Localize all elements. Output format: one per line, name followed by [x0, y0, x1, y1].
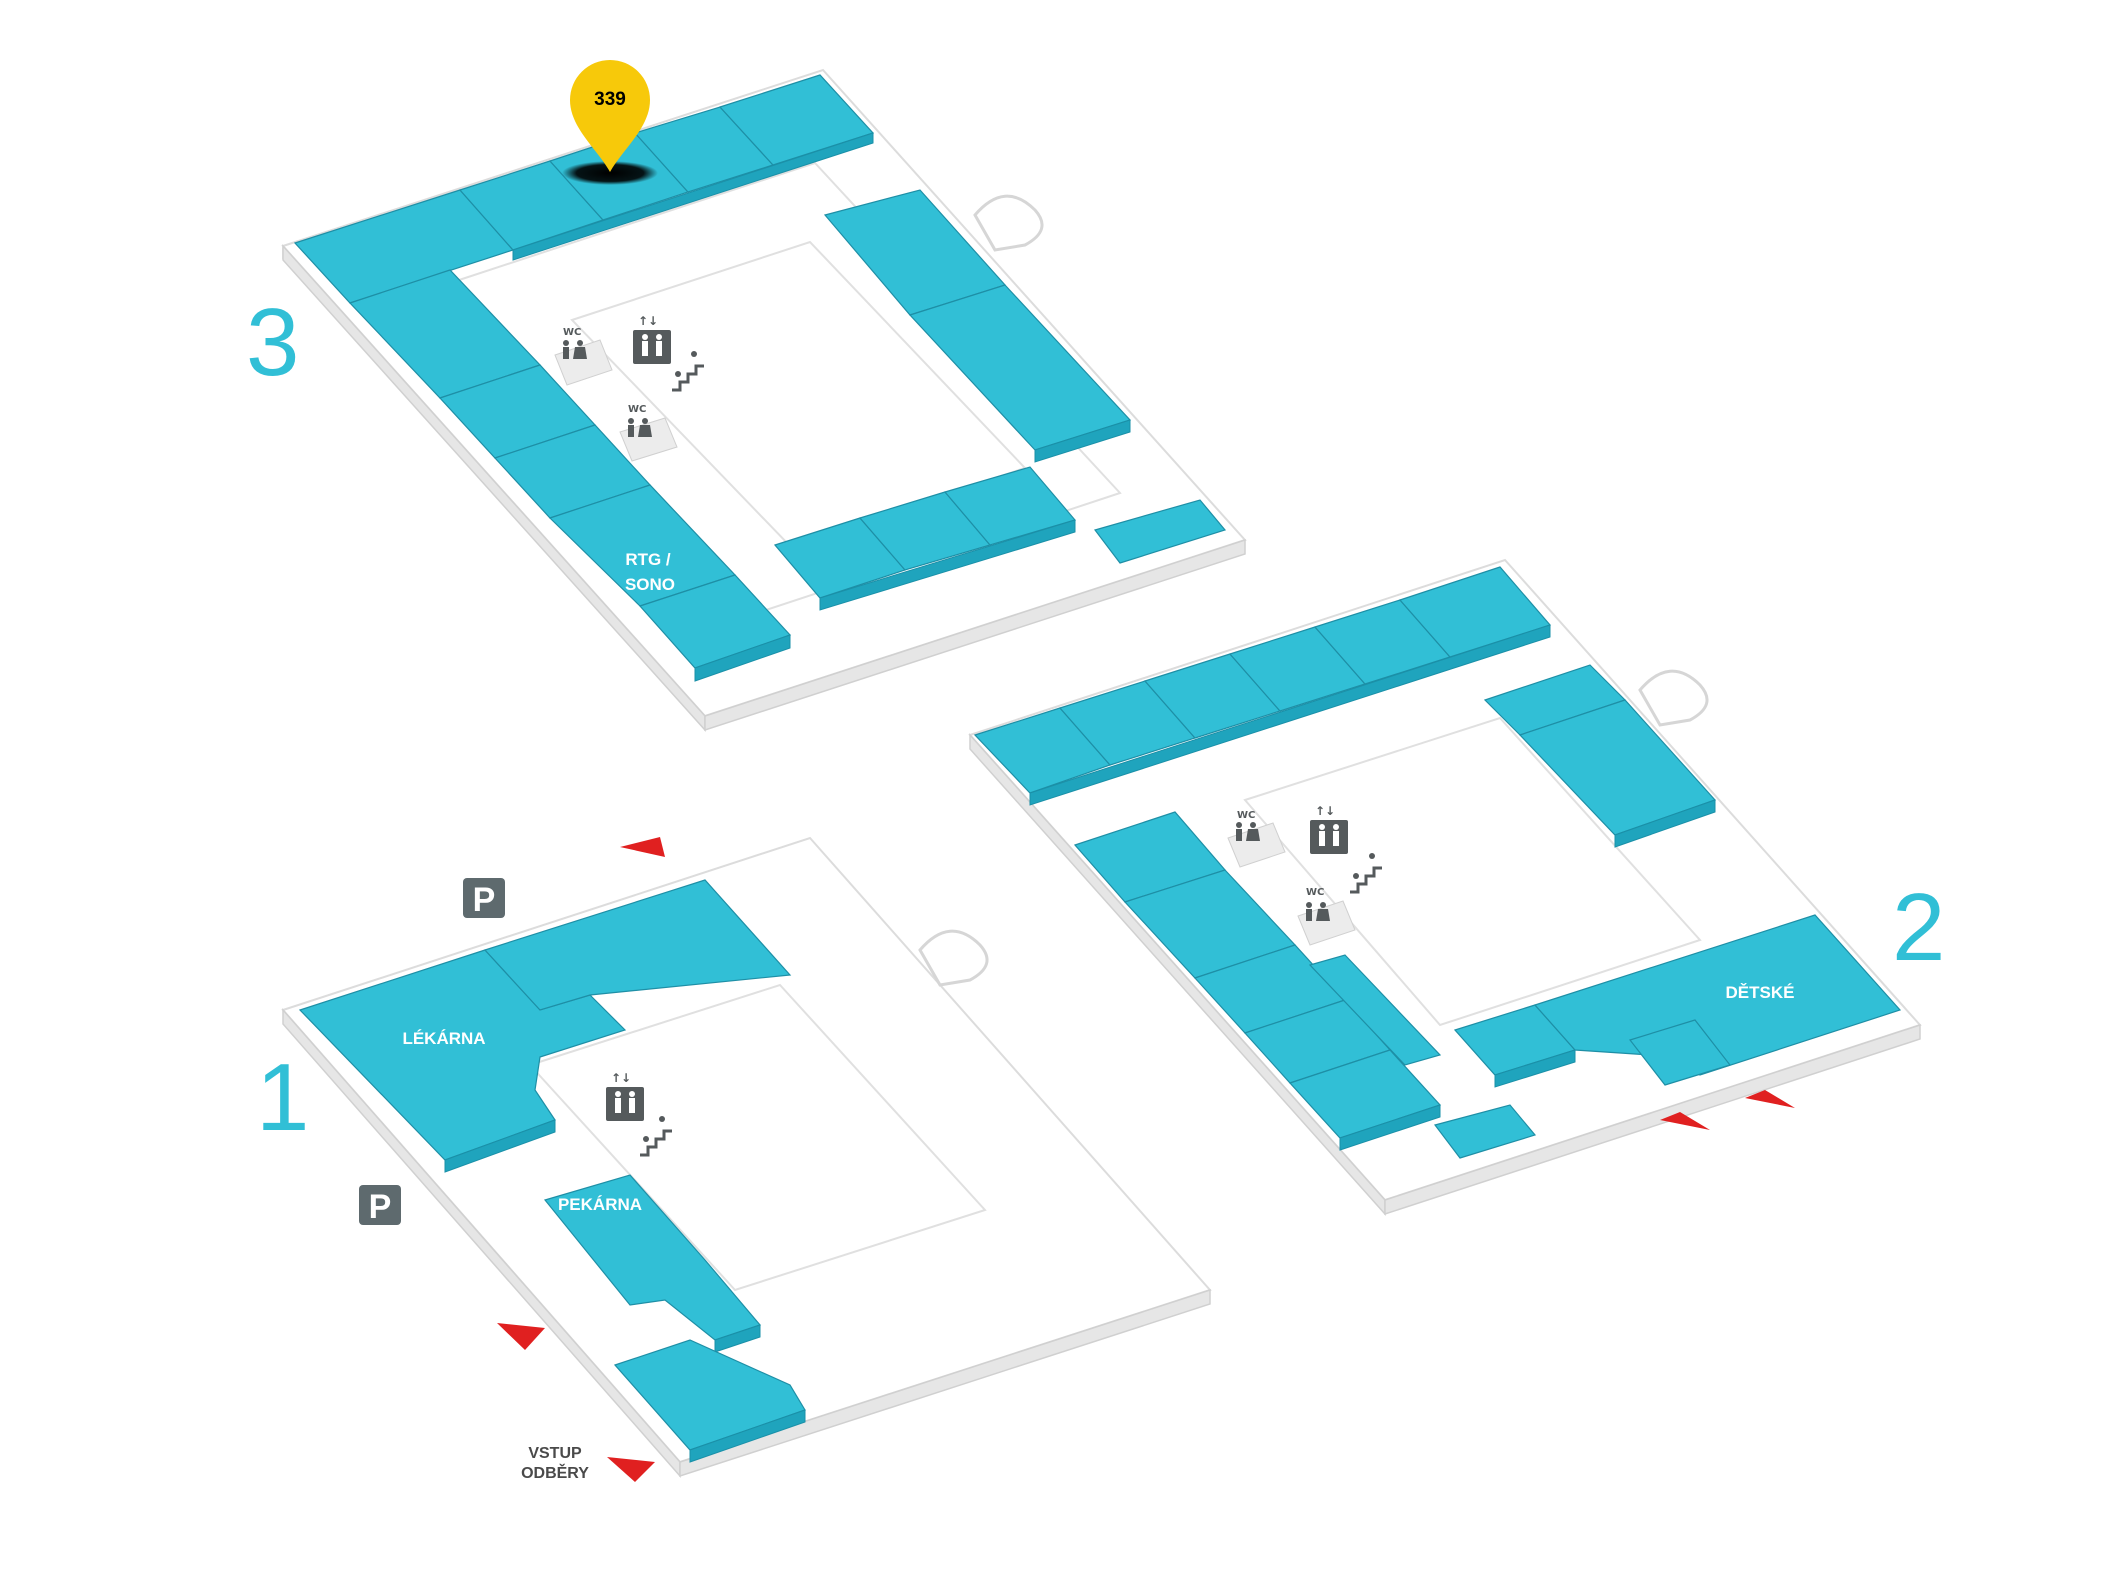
- svg-text:↑↓: ↑↓: [638, 314, 658, 328]
- wc-label: WC: [1306, 887, 1324, 898]
- wc-icon: [1236, 822, 1260, 841]
- wc-label: WC: [563, 327, 581, 338]
- elevator-icon: ↑↓: [1310, 804, 1348, 854]
- wc-icon: [628, 418, 652, 437]
- location-pin[interactable]: 339: [562, 60, 658, 185]
- parking-label: P: [369, 1188, 392, 1226]
- entrance-label-line2: ODBĚRY: [521, 1463, 589, 1482]
- elevator-icon: ↑↓: [633, 314, 671, 364]
- room-label-pekarna: PEKÁRNA: [558, 1195, 642, 1214]
- floor-2: WC ↑↓ WC DĚTSKÉ: [968, 558, 1945, 1216]
- parking-icon: P: [463, 878, 505, 919]
- floor-2-core: WC ↑↓ WC: [1227, 804, 1382, 946]
- floor-number-2: 2: [1892, 874, 1945, 981]
- room-label-sono: SONO: [625, 575, 675, 594]
- entrance-arrow: [1660, 1090, 1795, 1130]
- floor-2-rooms-top: [973, 566, 1552, 806]
- pin-label: 339: [594, 89, 626, 110]
- floor-number-1: 1: [256, 1044, 309, 1151]
- floor-3: WC ↑↓ WC RTG / SONO: [246, 60, 1247, 732]
- floor-3-rooms-bottom: [773, 466, 1227, 611]
- floor-2-rooms-left: [1073, 811, 1537, 1159]
- floor-2-rooms-bottom: [1453, 914, 1902, 1088]
- floor-number-3: 3: [246, 289, 299, 396]
- floor-1-core: ↑↓: [606, 1071, 672, 1157]
- pin-marker[interactable]: [570, 60, 650, 172]
- stairs-icon: [1350, 853, 1382, 894]
- parking-label: P: [473, 881, 496, 919]
- stairs-icon: [672, 351, 704, 392]
- floor-3-core: WC ↑↓ WC: [554, 314, 704, 462]
- parking-icon: P: [359, 1185, 401, 1226]
- elevator-icon: ↑↓: [606, 1071, 644, 1121]
- floor-3-rooms-top: [293, 74, 875, 304]
- floor-3-rooms-right: [823, 189, 1132, 463]
- floor-2-rooms-right: [1483, 664, 1717, 848]
- room-label-rtg: RTG /: [625, 550, 671, 569]
- floor-1-rooms: [298, 879, 806, 1463]
- room-label-lekarna: LÉKÁRNA: [402, 1029, 485, 1048]
- floor-3-rooms-left: [348, 269, 792, 682]
- wc-icon: [563, 340, 587, 359]
- floor-1: ↑↓ LÉKÁRNA PEKÁRNA P P VSTU: [256, 836, 1212, 1482]
- wc-label: WC: [1237, 810, 1255, 821]
- wc-label: WC: [628, 404, 646, 415]
- wc-icon: [1306, 902, 1330, 921]
- stairs-icon: [640, 1116, 672, 1157]
- entrance-label-line1: VSTUP: [528, 1445, 582, 1462]
- room-label-detske: DĚTSKÉ: [1726, 983, 1795, 1002]
- svg-text:↑↓: ↑↓: [611, 1071, 631, 1085]
- entrance-arrow: [497, 837, 665, 1482]
- pin-shadow: [562, 161, 658, 185]
- svg-text:↑↓: ↑↓: [1315, 804, 1335, 818]
